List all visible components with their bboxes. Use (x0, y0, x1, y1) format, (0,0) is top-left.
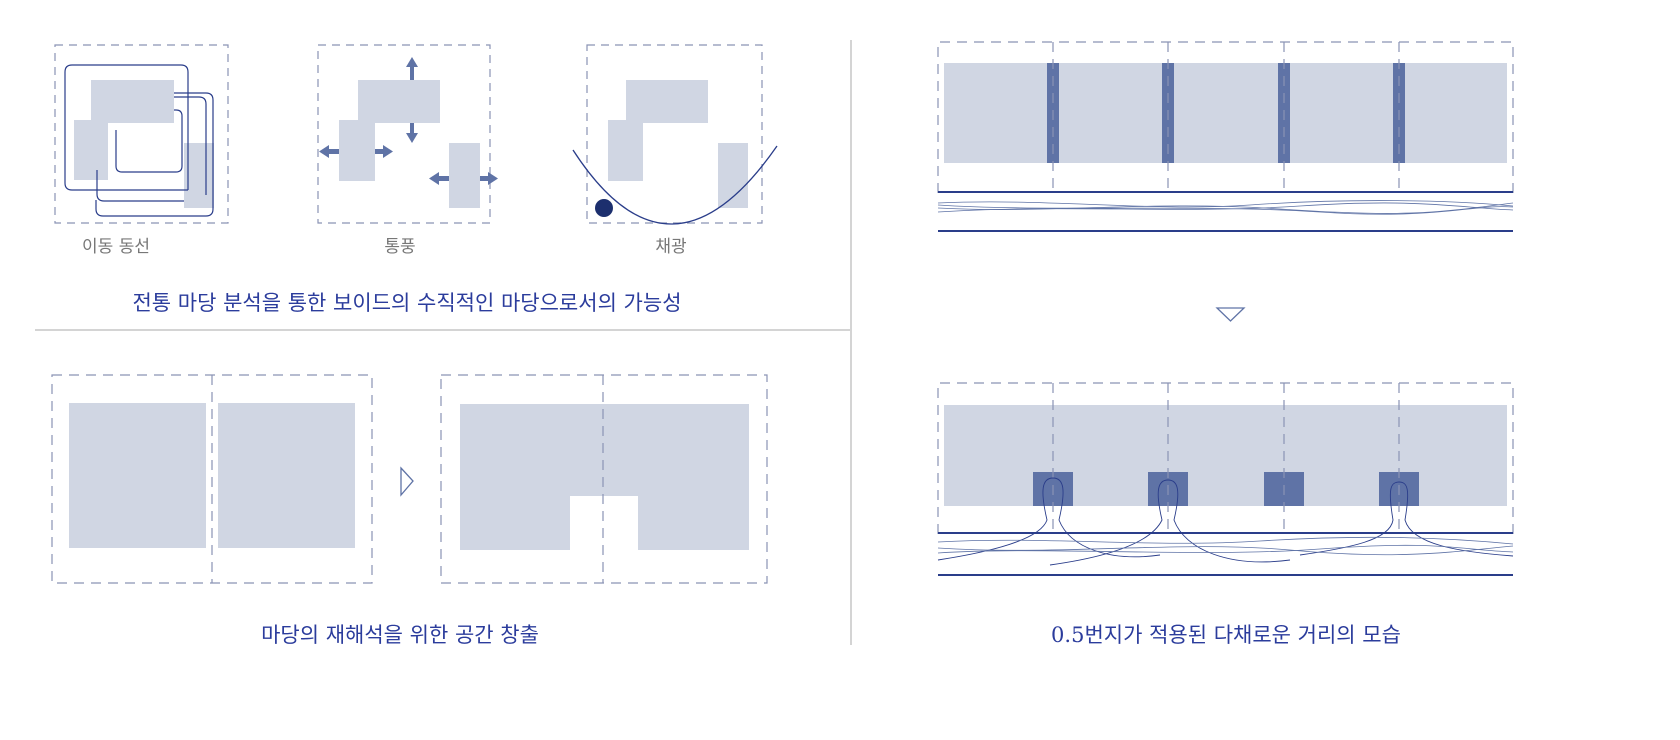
caption-street: 0.5번지가 적용된 다채로운 거리의 모습 (1051, 623, 1401, 647)
sun-icon (595, 199, 613, 217)
street-before (937, 41, 1514, 232)
label-circulation: 이동 동선 (82, 237, 150, 257)
arrow-right-icon (400, 466, 414, 497)
ventilation-diagram (319, 57, 498, 208)
caption-traditional-courtyard: 전통 마당 분석을 통한 보이드의 수직적인 마당으로서의 가능성 (132, 291, 682, 315)
daylight-diagram (572, 80, 778, 225)
airflow-arrows (319, 57, 498, 185)
circulation-diagram (64, 64, 214, 217)
courtyard-after (440, 374, 768, 584)
panel-frame-circulation (54, 44, 229, 224)
caption-courtyard-reinterpretation: 마당의 재해석을 위한 공간 창출 (261, 623, 539, 647)
sun-path (572, 145, 778, 225)
label-daylight: 채광 (655, 237, 687, 257)
panel-frame-ventilation (317, 44, 491, 224)
panel-frame-daylight (586, 44, 763, 224)
arrow-down-icon (1215, 307, 1246, 322)
street-after (937, 382, 1514, 576)
courtyard-before (51, 374, 373, 584)
label-ventilation: 통풍 (384, 237, 416, 257)
